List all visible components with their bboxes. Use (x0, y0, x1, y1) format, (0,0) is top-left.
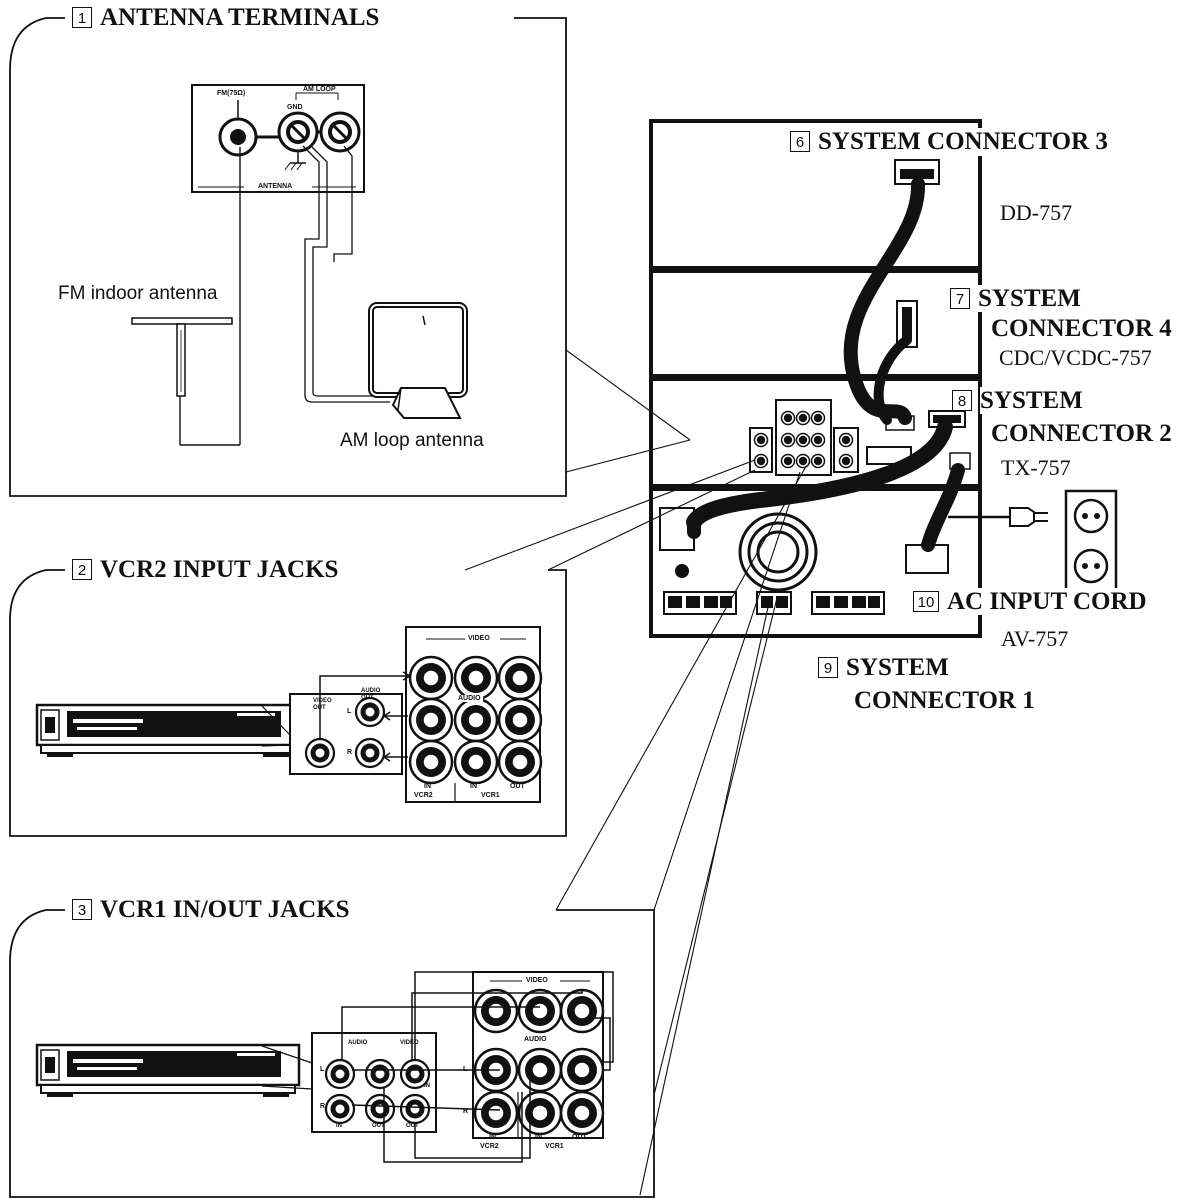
vcr2-in-label: IN (424, 783, 431, 790)
deck1-r-label: R (320, 1103, 326, 1110)
vcr1p-video-label: VIDEO (526, 977, 548, 984)
fm-75-label: FM(75Ω) (217, 90, 246, 97)
deck1-audio-label: AUDIO (348, 1040, 368, 1046)
tx-757-model: TX-757 (1001, 455, 1071, 480)
deck-video-out-label: VIDEO OUT (313, 698, 332, 711)
vcr1p-vcr2-label: VCR2 (480, 1143, 499, 1150)
antenna-terminals-title-text: ANTENNA TERMINALS (100, 4, 380, 31)
dd-757-connector (894, 159, 940, 185)
antenna-terminals-title: 1 ANTENNA TERMINALS (66, 4, 386, 32)
sc2-line2: CONNECTOR 2 (991, 420, 1172, 447)
callout-number-1: 1 (72, 7, 92, 28)
deck1-in-label: IN (336, 1123, 342, 1129)
sc4-line2: CONNECTOR 4 (991, 315, 1172, 342)
number-6: 6 (790, 131, 810, 152)
am-loop-antenna-label: AM loop antenna (340, 430, 484, 451)
system-connector-1-label: 9 SYSTEM CONNECTOR 1 (818, 651, 1035, 717)
vcr2-deck-output-panel (289, 693, 403, 775)
sc1-line1: SYSTEM (846, 654, 949, 681)
cdc-757-model: CDC/VCDC-757 (999, 345, 1152, 370)
sc1-line2: CONNECTOR 1 (854, 687, 1035, 714)
system-connector-2-label: 8 SYSTEM CONNECTOR 2 (952, 384, 1172, 450)
dd-757-model: DD-757 (1000, 200, 1073, 225)
deck-audio-out-label: AUDIO OUT (361, 688, 381, 701)
deck1-video-label: VIDEO (400, 1040, 419, 1046)
antenna-callout-frame (9, 17, 567, 497)
antenna-label: ANTENNA (258, 183, 293, 190)
vcr2-group-label: VCR2 (414, 792, 433, 799)
av-757-model: AV-757 (1001, 626, 1069, 651)
number-8: 8 (952, 390, 972, 411)
vcr1p-out-label: OUT (572, 1134, 587, 1141)
number-10: 10 (913, 591, 939, 612)
sc3-text: SYSTEM CONNECTOR 3 (818, 128, 1108, 155)
cdc-757-connector (896, 300, 918, 348)
vcr1p-l-label: L (463, 1066, 468, 1073)
system-connector-4-label: 7 SYSTEM CONNECTOR 4 (950, 284, 1172, 344)
ac-plug-and-outlet (948, 489, 1118, 593)
am-terminals (277, 111, 361, 171)
vcr2-receiver-jack-panel (405, 626, 543, 803)
vcr2-input-title: 2 VCR2 INPUT JACKS (66, 556, 345, 584)
deck1-in2-label: IN (424, 1083, 430, 1089)
vcr2-video-label: VIDEO (468, 635, 490, 642)
number-7: 7 (950, 288, 970, 309)
am-loop-label: AM LOOP (303, 86, 336, 93)
fm-indoor-antenna (131, 147, 241, 446)
ac-input-cord-label: 10 AC INPUT CORD (913, 588, 1147, 616)
deck1-out2-label: OUT (406, 1123, 419, 1129)
system-connector-3-label: 6 SYSTEM CONNECTOR 3 (790, 128, 1110, 156)
vcr2-callout-frame (9, 569, 567, 837)
ac-text: AC INPUT CORD (947, 588, 1147, 615)
vcr1p-r-label: R (463, 1108, 469, 1115)
fm-indoor-antenna-label: FM indoor antenna (58, 283, 218, 304)
vcr1-group-label: VCR1 (480, 792, 501, 799)
vcr1p-vcr1-label: VCR1 (544, 1143, 565, 1150)
vcr2-audio-label: AUDIO (456, 695, 483, 702)
system-cables (686, 177, 965, 552)
callout-number-3: 3 (72, 899, 92, 920)
vcr1-out-label: OUT (510, 783, 525, 790)
vcr1-in-label: IN (470, 783, 477, 790)
vcr1-inout-title: 3 VCR1 IN/OUT JACKS (66, 896, 356, 924)
vcr1-deck-jack-panel (311, 1032, 437, 1133)
vcr1-receiver-jack-panel (472, 971, 605, 1139)
vcr1p-in-label: IN (489, 1134, 496, 1141)
gnd-label: GND (287, 104, 303, 111)
am-loop-antenna (368, 302, 468, 419)
callout-number-2: 2 (72, 559, 92, 580)
fm-terminal (218, 100, 280, 157)
vcr1-cables (341, 971, 614, 1163)
vcr2-cables (319, 671, 412, 762)
am-loop-lead (302, 145, 390, 403)
vcr1p-audio-label: AUDIO (522, 1036, 549, 1043)
deck-l-label: L (347, 708, 352, 715)
sc4-line1: SYSTEM (978, 285, 1081, 312)
sc2-line1: SYSTEM (980, 387, 1083, 414)
deck1-l-label: L (320, 1066, 325, 1073)
vcr1-callout-frame (9, 909, 655, 1198)
vcr1p-in2-label: IN (535, 1134, 542, 1141)
leader-lines (464, 349, 806, 1196)
vcr1-inout-title-text: VCR1 IN/OUT JACKS (100, 896, 350, 923)
deck-r-label: R (347, 749, 353, 756)
vcr2-input-title-text: VCR2 INPUT JACKS (100, 556, 339, 583)
tx-757-jacks (749, 399, 971, 476)
number-9: 9 (818, 657, 838, 678)
deck1-out-label: OUT (372, 1123, 385, 1129)
